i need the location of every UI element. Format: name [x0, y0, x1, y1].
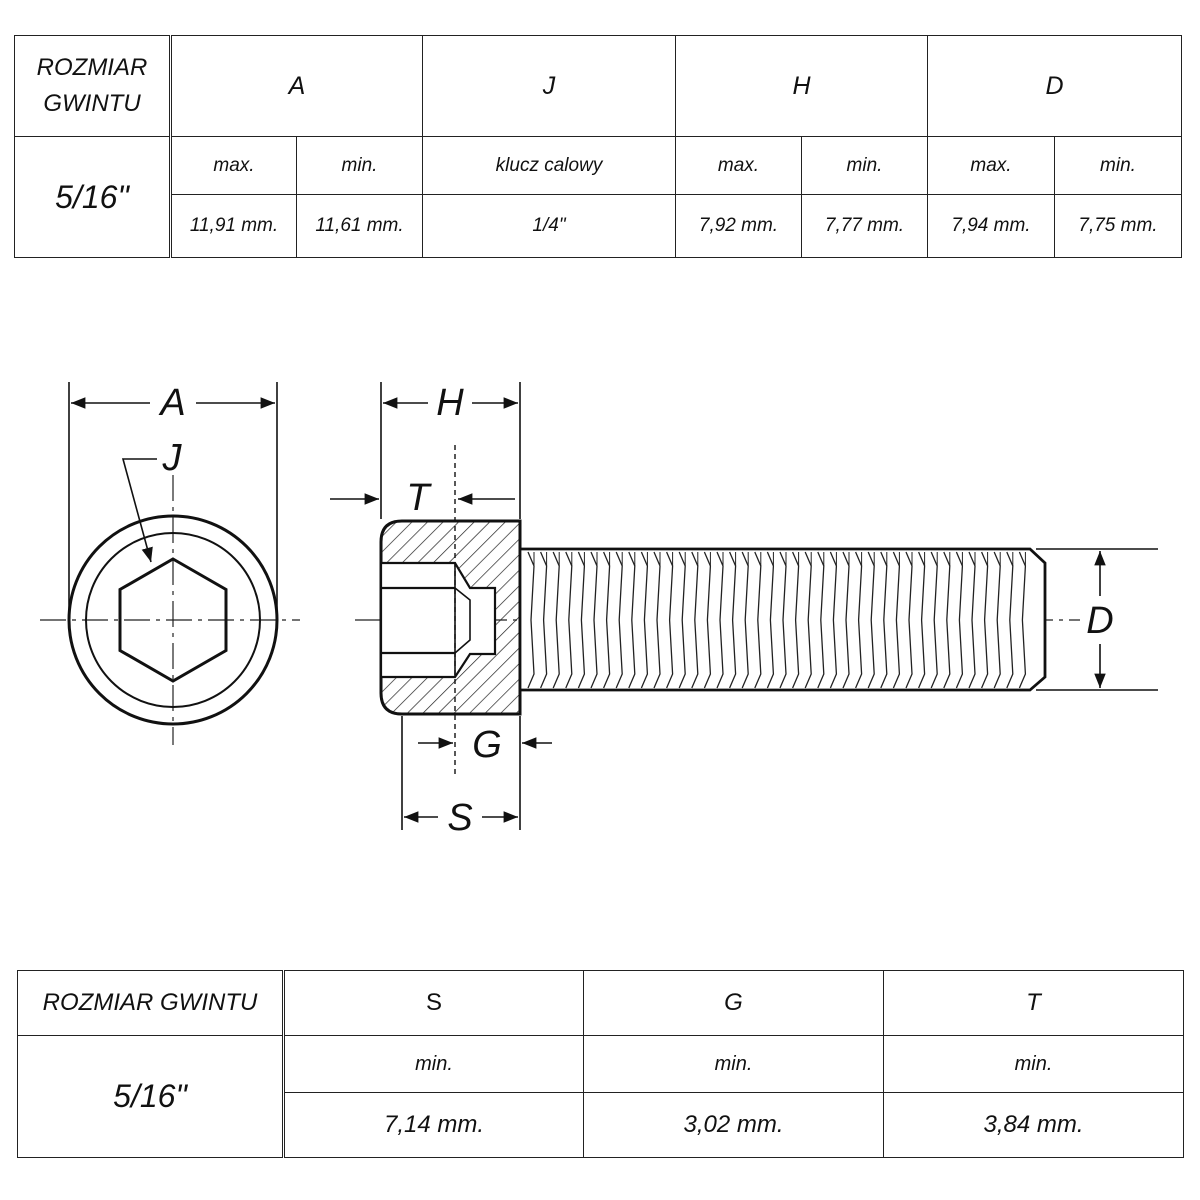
value-d-min: 7,75 mm.: [1054, 194, 1182, 258]
label-s: S: [447, 797, 472, 839]
header-g: G: [583, 970, 884, 1036]
sub-s: min.: [282, 1035, 584, 1093]
size-label: ROZMIAR GWINTU: [14, 35, 171, 137]
header-j: J: [422, 35, 676, 137]
sub-h-min: min.: [801, 136, 928, 195]
sub-d-max: max.: [927, 136, 1055, 195]
value-s: 7,14 mm.: [282, 1092, 584, 1158]
value-a-min: 11,61 mm.: [296, 194, 423, 258]
value-h-min: 7,77 mm.: [801, 194, 928, 258]
value-d-max: 7,94 mm.: [927, 194, 1055, 258]
value-h-max: 7,92 mm.: [675, 194, 802, 258]
size-value: 5/16": [14, 136, 171, 258]
dimensions-table-bottom: ROZMIAR GWINTU S G T 5/16" min. min. min…: [17, 970, 1184, 1158]
sub-t: min.: [883, 1035, 1184, 1093]
header-d: D: [927, 35, 1182, 137]
value-t: 3,84 mm.: [883, 1092, 1184, 1158]
label-a: A: [158, 382, 185, 424]
header-h: H: [675, 35, 928, 137]
sub-a-max: max.: [169, 136, 297, 195]
label-g: G: [472, 724, 502, 766]
label-j: J: [162, 437, 183, 479]
size-label-bottom: ROZMIAR GWINTU: [17, 970, 284, 1036]
sub-h-max: max.: [675, 136, 802, 195]
sub-a-min: min.: [296, 136, 423, 195]
dimensions-table-top: ROZMIAR GWINTU A J H D 5/16" max. min. k…: [14, 35, 1182, 258]
screw-drawing: A J H T G: [40, 382, 1158, 839]
header-s: S: [282, 970, 584, 1036]
sub-j: klucz calowy: [422, 136, 676, 195]
sub-d-min: min.: [1054, 136, 1182, 195]
size-value-bottom: 5/16": [17, 1035, 284, 1158]
header-t: T: [883, 970, 1184, 1036]
value-j: 1/4": [422, 194, 676, 258]
value-g: 3,02 mm.: [583, 1092, 884, 1158]
value-a-max: 11,91 mm.: [169, 194, 297, 258]
head-end-view: A J: [40, 382, 300, 745]
label-d: D: [1086, 600, 1113, 642]
label-t: T: [406, 477, 432, 519]
thread-pattern: [527, 551, 1027, 689]
label-h: H: [436, 382, 464, 424]
screw-side-view: H T G S D: [330, 382, 1158, 839]
sub-g: min.: [583, 1035, 884, 1093]
header-a: A: [169, 35, 423, 137]
